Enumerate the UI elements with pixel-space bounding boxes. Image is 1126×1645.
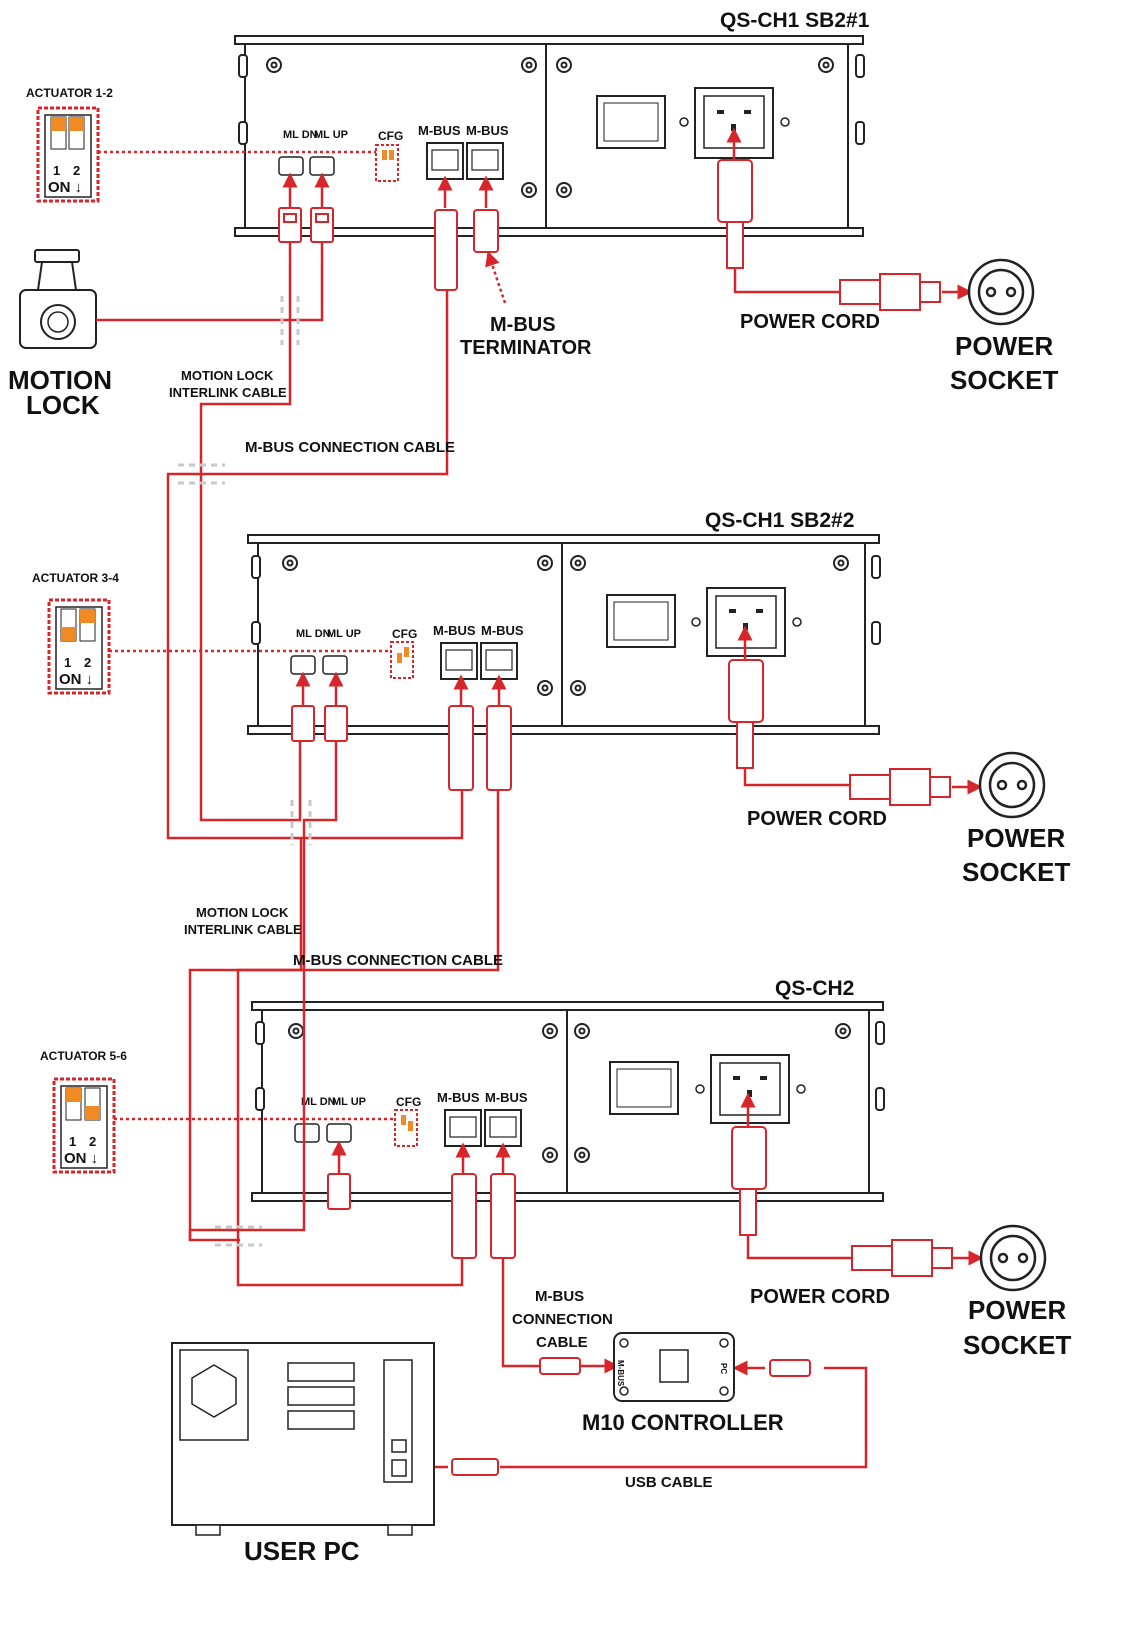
unit-1-top-rail: [234, 35, 864, 45]
cable-crossings: [178, 296, 312, 1247]
mbus-cable-2-label: M-BUS CONNECTION CABLE: [293, 952, 503, 969]
mbus-cable-3-label-1: M-BUS: [535, 1288, 584, 1305]
unit-1-socket-label-2: SOCKET: [950, 365, 1058, 395]
unit-2-socket-label-1: POWER: [967, 823, 1065, 853]
unit-3-top-rail: [251, 1001, 884, 1011]
actuator-1-2-num2: 2: [73, 163, 80, 178]
actuator-1-2: ACTUATOR 1-2 1 2 ON ↓: [26, 86, 113, 203]
unit-3-ml-up-port[interactable]: [326, 1123, 352, 1143]
user-pc: [171, 1342, 435, 1536]
actuator-1-2-on: ON ↓: [48, 179, 82, 196]
unit-2-ml-dn-port[interactable]: [290, 655, 316, 675]
unit-2-ml-up-port[interactable]: [322, 655, 348, 675]
unit-2-mbus-a-label: M-BUS: [433, 623, 476, 638]
unit-3-mbus-a-label: M-BUS: [437, 1090, 480, 1105]
actuator-1-2-num1: 1: [53, 163, 60, 178]
mbus-cable-1-label: M-BUS CONNECTION CABLE: [245, 439, 455, 456]
cables: [96, 127, 984, 1475]
motion-lock-label-1: MOTION: [8, 365, 112, 395]
user-pc-label: USER PC: [244, 1536, 360, 1566]
unit-3-cfg-switch[interactable]: [394, 1109, 418, 1147]
mbus-terminator-label-2: TERMINATOR: [460, 337, 592, 359]
unit-2-mbus-b-label: M-BUS: [481, 623, 524, 638]
unit-2-ml-dn-label: ML DN: [296, 628, 331, 640]
unit-1-cfg-label: CFG: [378, 129, 403, 143]
actuator-3-4: ACTUATOR 3-4 1 2 ON ↓: [32, 571, 119, 695]
unit-2-screws: [282, 555, 849, 696]
actuator-3-4-on: ON ↓: [59, 671, 93, 688]
unit-1-ml-up-label: ML UP: [314, 129, 348, 141]
unit-1-ml-up-port[interactable]: [309, 156, 335, 176]
interlink-1-label-2: INTERLINK CABLE: [169, 385, 287, 400]
unit-3-socket-label-1: POWER: [968, 1295, 1066, 1325]
unit-1-screws: [266, 57, 834, 198]
interlink-2-label-1: MOTION LOCK: [196, 905, 289, 920]
m10-pc-port-label: PC: [719, 1363, 728, 1374]
unit-2: QS-CH1 SB2#2 ML DN ML UP CFG M-BUS: [247, 509, 881, 735]
unit-3-screws: [288, 1023, 851, 1163]
power-sockets: [967, 258, 1047, 1292]
unit-3-socket-label-2: SOCKET: [963, 1330, 1071, 1360]
unit-1-title: QS-CH1 SB2#1: [720, 9, 870, 32]
m10-controller-label: M10 CONTROLLER: [582, 1410, 784, 1435]
actuator-3-4-label: ACTUATOR 3-4: [32, 571, 119, 585]
unit-1-mbus-a-label: M-BUS: [418, 123, 461, 138]
mbus-cable-3-label-2: CONNECTION: [512, 1311, 613, 1328]
unit-1-ml-dn-port[interactable]: [278, 156, 304, 176]
plugs: [278, 159, 953, 1476]
mbus-terminator-label-1: M-BUS: [490, 314, 556, 336]
unit-1-bottom-rail: [234, 227, 864, 237]
unit-2-top-rail: [247, 534, 880, 544]
motion-lock-label-2: LOCK: [26, 390, 100, 420]
motion-lock-device: [19, 249, 97, 349]
usb-cable-label: USB CABLE: [625, 1474, 713, 1491]
unit-3-title: QS-CH2: [775, 977, 854, 1000]
unit-1-socket-label-1: POWER: [955, 331, 1053, 361]
actuator-3-4-num2: 2: [84, 655, 91, 670]
unit-2-bottom-rail: [247, 725, 880, 735]
actuator-5-6-label: ACTUATOR 5-6: [40, 1049, 127, 1063]
unit-1: QS-CH1 SB2#1 ML DN ML UP CFG M-BUS: [234, 9, 870, 237]
interlink-2-label-2: INTERLINK CABLE: [184, 922, 302, 937]
unit-3: QS-CH2 ML DN ML UP CFG M-BUS M-BU: [251, 977, 885, 1202]
unit-3-mbus-b-label: M-BUS: [485, 1090, 528, 1105]
mbus-cable-3-label-3: CABLE: [536, 1334, 588, 1351]
unit-2-socket-label-2: SOCKET: [962, 857, 1070, 887]
actuator-5-6-on: ON ↓: [64, 1150, 98, 1167]
unit-1-power-cord-label: POWER CORD: [740, 311, 880, 333]
unit-3-ml-up-label: ML UP: [332, 1096, 366, 1108]
unit-2-cfg-label: CFG: [392, 627, 417, 641]
actuator-5-6-num2: 2: [89, 1134, 96, 1149]
actuator-5-6-num1: 1: [69, 1134, 76, 1149]
actuator-5-6: ACTUATOR 5-6 1 2 ON ↓: [40, 1049, 127, 1174]
m10-mbus-port-label: M-BUS: [616, 1360, 625, 1387]
m10-controller[interactable]: M-BUS PC: [613, 1332, 735, 1402]
actuator-3-4-num1: 1: [64, 655, 71, 670]
unit-3-bottom-rail: [251, 1192, 884, 1202]
unit-2-power-cord-label: POWER CORD: [747, 808, 887, 830]
unit-1-mbus-b-label: M-BUS: [466, 123, 509, 138]
unit-2-ml-up-label: ML UP: [327, 628, 361, 640]
unit-2-title: QS-CH1 SB2#2: [705, 509, 854, 532]
unit-3-cfg-label: CFG: [396, 1095, 421, 1109]
interlink-1-label-1: MOTION LOCK: [181, 368, 274, 383]
unit-3-ml-dn-label: ML DN: [301, 1096, 336, 1108]
unit-1-ml-dn-label: ML DN: [283, 129, 318, 141]
unit-3-ml-dn-port[interactable]: [294, 1123, 320, 1143]
unit-3-power-cord-label: POWER CORD: [750, 1286, 890, 1308]
actuator-1-2-label: ACTUATOR 1-2: [26, 86, 113, 100]
